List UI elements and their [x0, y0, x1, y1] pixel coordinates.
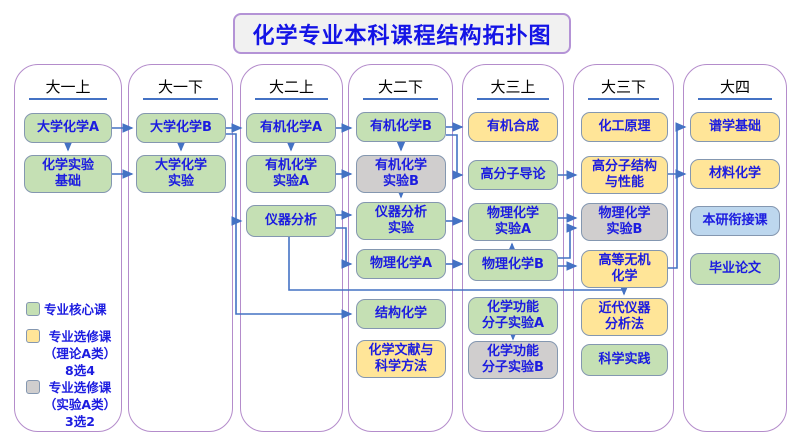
legend-swatch-elective-lab	[26, 380, 40, 394]
course-node: 化学实验 基础	[24, 155, 112, 193]
course-node: 高分子结构 与性能	[581, 156, 668, 194]
lane-header-underline	[477, 98, 549, 100]
course-node: 大学化学 实验	[136, 155, 226, 193]
legend-label-core: 专业核心课	[44, 302, 107, 317]
lane-header-underline	[588, 98, 659, 100]
course-node: 结构化学	[356, 299, 446, 329]
lane-header: 大三下	[600, 78, 646, 96]
course-node: 化学功能 分子实验B	[468, 341, 558, 379]
course-node: 物理化学 实验B	[581, 203, 668, 241]
diagram-title: 化学专业本科课程结构拓扑图	[233, 13, 571, 54]
lane-header: 大二下	[377, 78, 423, 96]
course-node: 近代仪器 分析法	[581, 298, 668, 336]
legend-swatch-core	[26, 302, 40, 316]
lane-header-underline	[255, 98, 328, 100]
legend-label-elective-theory: 专业选修课 （理论A类） 8选4	[43, 329, 117, 378]
course-node: 高分子导论	[468, 160, 558, 190]
legend-swatch-elective-theory	[26, 329, 40, 343]
lane-header: 大四	[719, 78, 750, 96]
course-node: 物理化学B	[468, 249, 558, 281]
course-node: 有机化学A	[246, 113, 336, 143]
course-node: 仪器分析	[246, 205, 336, 237]
course-node: 物理化学 实验A	[468, 203, 558, 241]
course-node: 科学实践	[581, 344, 668, 376]
course-node: 大学化学A	[24, 113, 112, 143]
course-node: 材料化学	[690, 159, 780, 189]
course-node: 有机化学B	[356, 112, 446, 142]
course-node: 有机化学 实验B	[356, 155, 446, 193]
lane-header-underline	[698, 98, 772, 100]
course-node: 毕业论文	[690, 253, 780, 285]
lane-header: 大二上	[268, 78, 314, 96]
lane-header-underline	[363, 98, 438, 100]
course-node: 化学功能 分子实验A	[468, 297, 558, 335]
lane-header-underline	[29, 98, 107, 100]
course-node: 化学文献与 科学方法	[356, 340, 446, 378]
lane-header-underline	[143, 98, 218, 100]
course-node: 高等无机 化学	[581, 250, 668, 288]
lane-header: 大一上	[45, 78, 91, 96]
lane-header: 大三上	[490, 78, 536, 96]
legend-label-elective-lab: 专业选修课 （实验A类） 3选2	[43, 380, 117, 429]
course-node: 大学化学B	[136, 113, 226, 143]
course-node: 谱学基础	[690, 112, 780, 142]
course-node: 物理化学A	[356, 249, 446, 279]
course-node: 本研衔接课	[690, 206, 780, 236]
course-node: 有机化学 实验A	[246, 155, 336, 193]
course-node: 化工原理	[581, 112, 668, 142]
course-node: 有机合成	[468, 112, 558, 142]
lane-header: 大一下	[157, 78, 203, 96]
course-node: 仪器分析 实验	[356, 202, 446, 240]
